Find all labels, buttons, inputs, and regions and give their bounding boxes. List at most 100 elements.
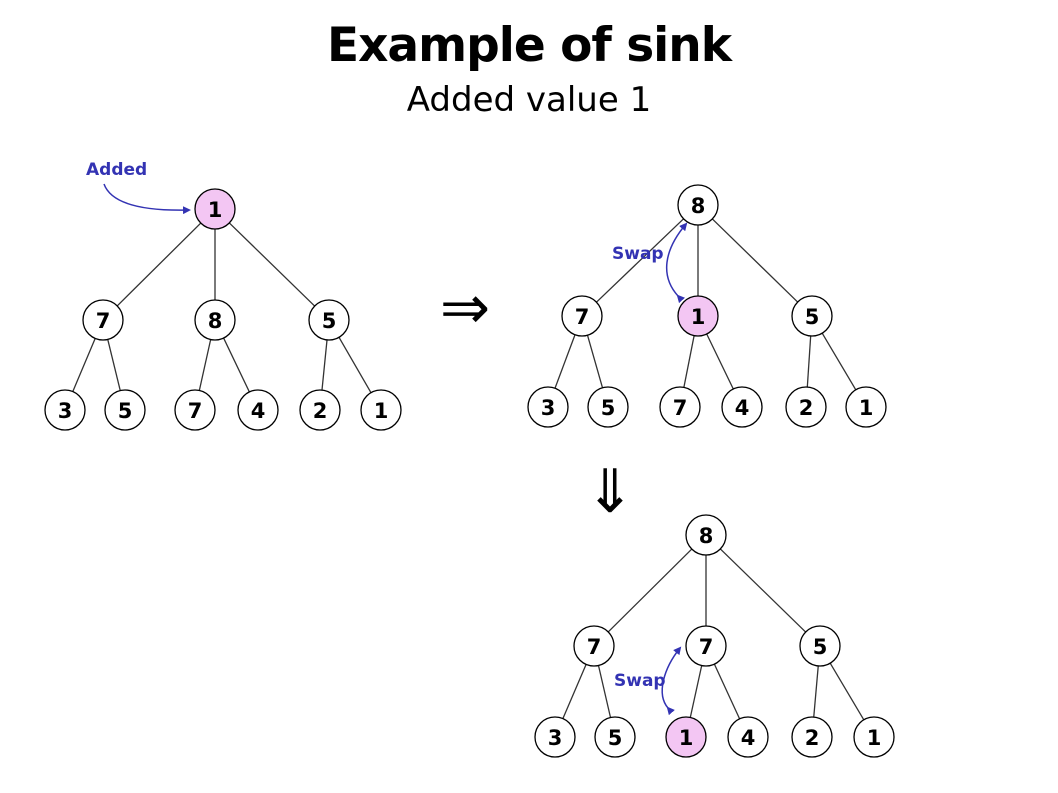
edge-child-leaf: [597, 665, 612, 718]
child-node: 7: [573, 625, 615, 667]
node-circle: [685, 625, 727, 667]
heap-tree-1: 1 7 8 5 3 5 7 4 2 1: [44, 188, 402, 431]
child-node: 7: [82, 299, 124, 341]
leaf-node: 7: [174, 389, 216, 431]
node-circle: [104, 389, 146, 431]
edge-root-child: [228, 222, 316, 307]
annotation-arrow: [665, 222, 688, 304]
diagram-subtitle: Added value 1: [406, 80, 652, 120]
edge-child-leaf: [706, 333, 734, 390]
child-node: 7: [561, 295, 603, 337]
node-circle: [594, 716, 636, 758]
child-node: 7: [685, 625, 727, 667]
node-value: 5: [813, 635, 828, 659]
edge-child-leaf: [713, 663, 741, 720]
leaf-node: 4: [237, 389, 279, 431]
edge-child-leaf: [586, 335, 604, 388]
node-circle: [677, 295, 719, 337]
node-value: 5: [805, 305, 820, 329]
node-value: 8: [691, 194, 706, 218]
node-value: 7: [575, 305, 590, 329]
annotation-arrow: [103, 183, 191, 215]
leaf-node: 4: [721, 386, 763, 428]
down-transition-arrow: ⇓: [585, 457, 635, 527]
leaf-node: 3: [44, 389, 86, 431]
node-circle: [721, 386, 763, 428]
edge-root-child: [116, 222, 202, 307]
node-value: 1: [208, 198, 223, 222]
leaf-node: 7: [659, 386, 701, 428]
edge-child-leaf: [562, 664, 587, 719]
node-value: 1: [679, 726, 694, 750]
right-transition-arrow: ⇒: [440, 273, 490, 343]
edge-child-leaf: [72, 338, 96, 392]
edge-child-leaf: [321, 339, 328, 391]
node-circle: [685, 514, 727, 556]
edge-child-leaf: [107, 339, 121, 391]
node-value: 7: [96, 309, 111, 333]
node-circle: [308, 299, 350, 341]
node-value: 8: [699, 524, 714, 548]
node-value: 2: [805, 726, 820, 750]
annotation-swap: Swap: [614, 671, 666, 691]
node-value: 4: [741, 726, 756, 750]
node-circle: [785, 386, 827, 428]
edge-child-leaf: [338, 336, 372, 394]
node-circle: [44, 389, 86, 431]
node-value: 8: [208, 309, 223, 333]
diagram-title: Example of sink: [326, 18, 732, 73]
edge-root-child: [596, 218, 684, 303]
node-value: 7: [673, 396, 688, 420]
leaf-node: 1: [665, 716, 707, 758]
root-node: 8: [677, 184, 719, 226]
heap-tree-2: 8 7 1 5 3 5 7 4 2 1: [527, 184, 887, 428]
edge-child-leaf: [806, 335, 812, 388]
node-circle: [853, 716, 895, 758]
node-circle: [360, 389, 402, 431]
node-value: 7: [188, 399, 203, 423]
leaf-node: 2: [785, 386, 827, 428]
edge-root-child: [607, 548, 693, 633]
node-circle: [573, 625, 615, 667]
annotation-swap: Swap: [612, 244, 664, 264]
child-node: 5: [791, 295, 833, 337]
child-node: 5: [308, 299, 350, 341]
leaf-node: 1: [845, 386, 887, 428]
node-value: 2: [313, 399, 328, 423]
leaf-node: 2: [791, 716, 833, 758]
leaf-node: 3: [527, 386, 569, 428]
node-value: 5: [118, 399, 133, 423]
node-value: 1: [691, 305, 706, 329]
root-node: 8: [685, 514, 727, 556]
root-node: 1: [194, 188, 236, 230]
edge-child-leaf: [689, 665, 703, 718]
node-value: 4: [735, 396, 750, 420]
node-value: 4: [251, 399, 266, 423]
edge-child-leaf: [198, 339, 212, 391]
annotation-added: Added: [86, 160, 147, 180]
node-value: 5: [601, 396, 616, 420]
leaf-node: 3: [534, 716, 576, 758]
edge-child-leaf: [554, 334, 576, 389]
leaf-node: 5: [594, 716, 636, 758]
edge-root-child: [711, 218, 799, 303]
node-value: 3: [548, 726, 563, 750]
edge-child-leaf: [813, 665, 819, 718]
node-value: 3: [541, 396, 556, 420]
child-node: 5: [799, 625, 841, 667]
node-value: 1: [859, 396, 874, 420]
node-value: 2: [799, 396, 814, 420]
node-circle: [194, 188, 236, 230]
node-circle: [659, 386, 701, 428]
leaf-node: 4: [727, 716, 769, 758]
node-value: 1: [374, 399, 389, 423]
leaf-node: 1: [853, 716, 895, 758]
node-circle: [82, 299, 124, 341]
leaf-node: 5: [587, 386, 629, 428]
leaf-node: 1: [360, 389, 402, 431]
edge-child-leaf: [829, 662, 865, 721]
edge-child-leaf: [683, 335, 695, 388]
node-value: 7: [587, 635, 602, 659]
node-value: 1: [867, 726, 882, 750]
